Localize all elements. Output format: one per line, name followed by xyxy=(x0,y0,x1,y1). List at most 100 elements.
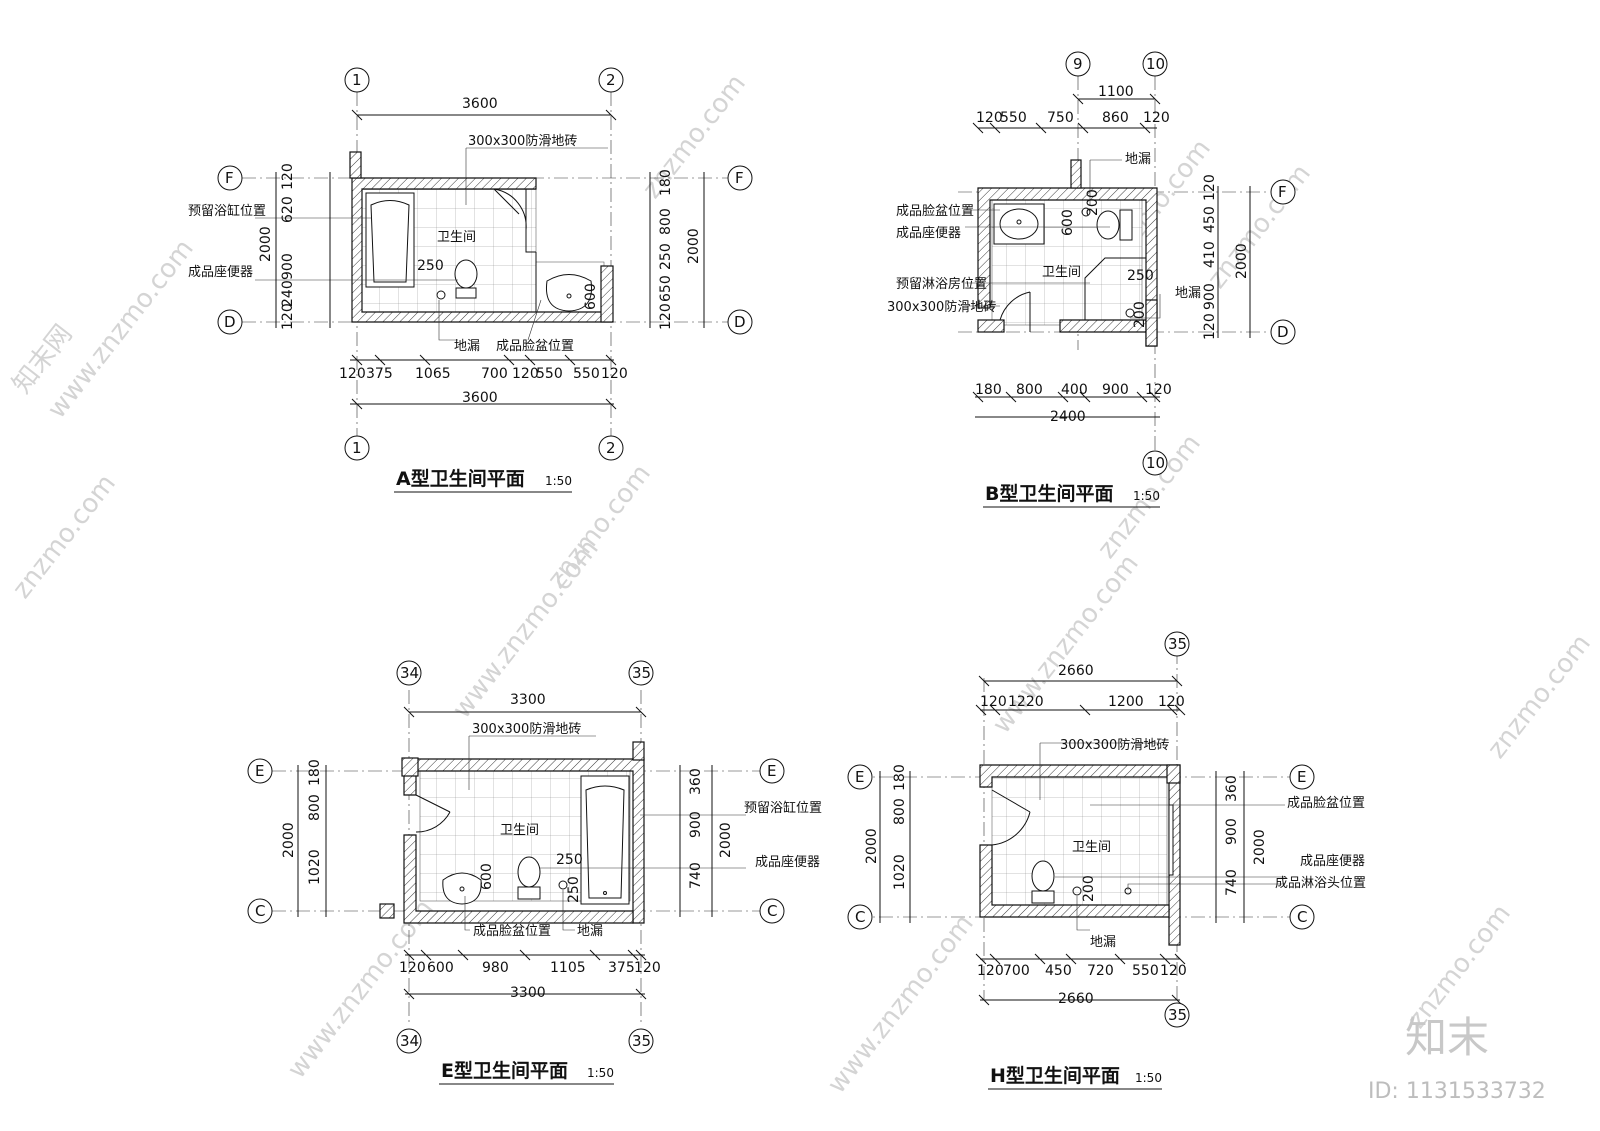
plan-a-bdim: 120 xyxy=(339,366,366,382)
toilet xyxy=(1119,209,1133,241)
toilet xyxy=(1031,860,1055,892)
plan-b-inner-dim: 600 xyxy=(1060,209,1076,236)
plan-e-axis-top-left: E xyxy=(255,762,264,780)
plan-b-bdim: 180 xyxy=(975,382,1002,398)
plan-e-bathtub-label: 预留浴缸位置 xyxy=(744,800,822,816)
plan-e-axis-right-top: 35 xyxy=(632,664,651,682)
plan-e-drain-label: 地漏 xyxy=(577,923,603,939)
plan-h-bdim: 120 xyxy=(1160,963,1187,979)
plan-a-basin-label: 成品脸盆位置 xyxy=(496,339,574,354)
plan-h-basin-label: 成品脸盆位置 xyxy=(1287,796,1365,811)
plan-a-bathtub-label: 预留浴缸位置 xyxy=(188,203,266,219)
plan-e-ldim: 180 xyxy=(307,759,323,786)
plan-b-tdim: 860 xyxy=(1102,110,1129,126)
plan-a-bdim: 550 xyxy=(573,366,600,382)
plan-h-scale: 1:50 xyxy=(1135,1071,1162,1085)
plan-e-inner-dim: 250 xyxy=(556,852,583,868)
plan-e-top-dim: 3300 xyxy=(510,692,546,708)
plan-b-title: B型卫生间平面 xyxy=(985,482,1113,505)
plan-a-rdim: 120 xyxy=(658,303,674,330)
plan-b-bdim: 900 xyxy=(1102,382,1129,398)
watermark-site: znzmo.com xyxy=(1482,629,1597,764)
plan-e-basin-label: 成品脸盆位置 xyxy=(473,924,551,939)
plan-a-right-total: 2000 xyxy=(686,228,702,264)
plan-b-toilet-label: 成品座便器 xyxy=(896,226,961,241)
plan-h-title: H型卫生间平面 xyxy=(990,1064,1120,1087)
plan-h-room-label: 卫生间 xyxy=(1072,840,1111,855)
plan-b-tdim: 120 xyxy=(976,110,1003,126)
plan-a-ldim: 620 xyxy=(280,196,296,223)
plan-e-room-label: 卫生间 xyxy=(500,823,539,838)
plan-b-rdim: 410 xyxy=(1202,241,1218,268)
plan-e-title: E型卫生间平面 xyxy=(441,1059,568,1082)
plan-e-bdim: 375 xyxy=(608,960,635,976)
plan-a-inner-dim: 250 xyxy=(417,258,444,274)
plan-e-axis-left-top: 34 xyxy=(400,664,419,682)
plan-a-axis-bottom-right: D xyxy=(734,313,746,331)
plan-b-axis-left-top: 9 xyxy=(1073,55,1083,73)
plan-h-rdim: 900 xyxy=(1224,818,1240,845)
plan-e-ldim: 800 xyxy=(307,794,323,821)
brand-watermark: 知末 xyxy=(1405,1013,1489,1062)
plan-h-tile-label: 300x300防滑地砖 xyxy=(1060,737,1169,753)
plan-b-axis-bottom-right: 10 xyxy=(1146,454,1165,472)
plan-b-rdim: 450 xyxy=(1202,206,1218,233)
plan-a-axis-right-top: 2 xyxy=(606,71,616,89)
plan-a-axis-top-right: F xyxy=(735,169,744,187)
plan-b-right-total: 2000 xyxy=(1234,243,1250,279)
drain xyxy=(558,880,568,890)
plan-e-inner-dim: 250 xyxy=(566,876,582,903)
plan-a-left-total: 2000 xyxy=(258,226,274,262)
plan-b-drain-right-label: 地漏 xyxy=(1175,285,1201,301)
plan-a-axis-top-left: F xyxy=(225,169,234,187)
plan-e-axis-left-bottom: 34 xyxy=(400,1032,419,1050)
plan-e-bdim: 980 xyxy=(482,960,509,976)
plan-b-bdim: 800 xyxy=(1016,382,1043,398)
plan-a-bdim: 1065 xyxy=(415,366,451,382)
plan-h-ldim: 180 xyxy=(892,764,908,791)
plan-a-toilet-label: 成品座便器 xyxy=(188,265,253,280)
plan-b-inner-dim: 250 xyxy=(1127,268,1154,284)
plan-h-drain-label: 地漏 xyxy=(1090,934,1116,950)
plan-e-axis-top-right: E xyxy=(767,762,776,780)
plan-e-left-total: 2000 xyxy=(281,822,297,858)
plan-a-axis-left-bottom: 1 xyxy=(352,439,362,457)
plan-e-axis-right-bottom: 35 xyxy=(632,1032,651,1050)
toilet xyxy=(454,259,478,289)
plan-e-bdim: 120 xyxy=(634,960,661,976)
watermark-site: www.znzmo.com xyxy=(987,549,1145,739)
plan-a-bottom-total: 3600 xyxy=(462,390,498,406)
plan-b-bottom-total: 2400 xyxy=(1050,409,1086,425)
plan-e-inner-dim: 600 xyxy=(479,863,495,890)
plan-h-bdim: 450 xyxy=(1045,963,1072,979)
plan-a-scale: 1:50 xyxy=(545,474,572,488)
plan-b-rdim: 900 xyxy=(1202,283,1218,310)
plan-h-axis-bottom-right-c: C xyxy=(1297,908,1307,926)
watermark-site: znzmo.com xyxy=(1202,159,1317,294)
plan-e-bdim: 600 xyxy=(427,960,454,976)
plan-h-axis-top-right: 35 xyxy=(1168,635,1187,653)
drain xyxy=(436,290,446,300)
plan-h-axis-top-left: E xyxy=(855,768,864,786)
plan-e-ldim: 1020 xyxy=(307,849,323,885)
toilet xyxy=(517,856,541,888)
id-watermark: ID: 1131533732 xyxy=(1368,1079,1546,1104)
plan-e-tile-label: 300x300防滑地砖 xyxy=(472,721,581,737)
plan-b-basin-label: 成品脸盆位置 xyxy=(896,204,974,219)
plan-b-top-span: 1100 xyxy=(1098,84,1134,100)
plan-h-axis-bottom-left: C xyxy=(855,908,865,926)
plan-b-room-label: 卫生间 xyxy=(1042,265,1081,280)
plan-e-toilet-label: 成品座便器 xyxy=(755,855,820,870)
plan-b-bdim: 400 xyxy=(1061,382,1088,398)
plan-e-bottom-total: 3300 xyxy=(510,985,546,1001)
plan-h-inner-dim: 200 xyxy=(1081,875,1097,902)
plan-e-rdim: 900 xyxy=(688,811,704,838)
watermark-site: znzmo.com xyxy=(7,469,122,604)
plan-e-rdim: 740 xyxy=(688,862,704,889)
plan-a-ldim: 120 xyxy=(280,303,296,330)
plan-b-drain-top-label: 地漏 xyxy=(1125,151,1151,167)
plan-b-inner-dim: 200 xyxy=(1085,189,1101,216)
plan-b-axis-right-top: 10 xyxy=(1146,55,1165,73)
plan-e-bdim: 1105 xyxy=(550,960,586,976)
